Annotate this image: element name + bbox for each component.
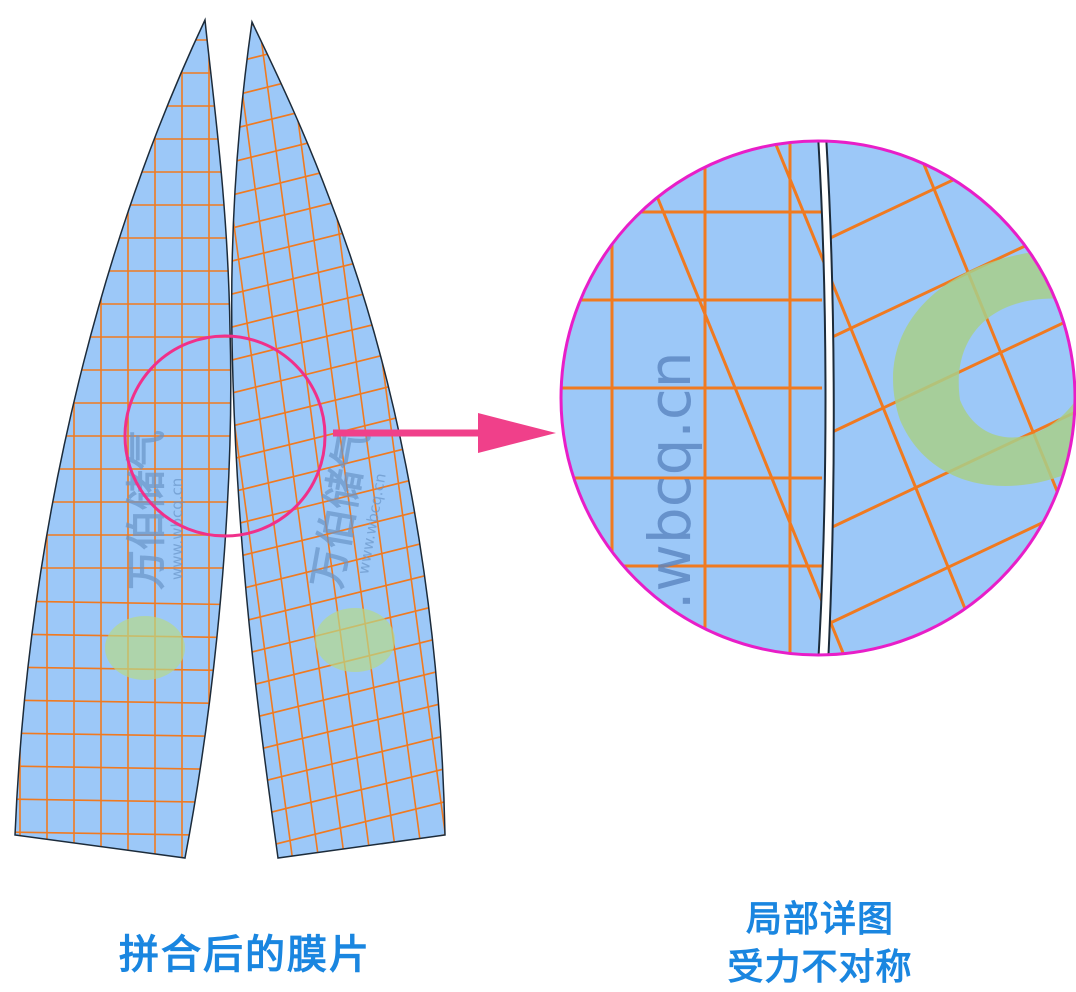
grid-line	[437, 22, 445, 858]
grid-line	[908, 141, 1075, 655]
merged-membrane-caption: 拼合后的膜片	[119, 932, 371, 978]
grid-line	[231, 22, 445, 34]
detail-caption-subtitle: 受力不对称	[727, 947, 913, 988]
grid-line	[0, 865, 260, 869]
grid-line	[231, 566, 445, 628]
magnified-detail: .wbcq.cn	[559, 139, 1076, 657]
grid-line	[255, 22, 377, 858]
grid-line	[231, 22, 325, 858]
grid-line	[768, 141, 992, 655]
arrow-icon	[333, 413, 556, 453]
watermark-left: 万伯储气 www.wbcq.cn	[105, 430, 186, 680]
grid-line	[281, 22, 403, 858]
svg-text:万伯储气: 万伯储气	[124, 430, 170, 590]
grid-line	[15, 600, 231, 606]
grid-line	[231, 22, 351, 858]
detail-caption: 局部详图 受力不对称	[680, 896, 960, 992]
grid-line	[220, 864, 460, 924]
svg-text:.wbcq.cn: .wbcq.cn	[636, 352, 704, 610]
focus-circle	[123, 334, 327, 538]
grid-line	[825, 503, 1075, 627]
detail-caption-title: 局部详图	[745, 899, 894, 940]
svg-text:www.wbcq.cn: www.wbcq.cn	[168, 478, 186, 580]
left-membrane-panel: 万伯储气 www.wbcq.cn	[0, 17, 260, 869]
grid-line	[231, 22, 299, 858]
grid-line	[628, 141, 852, 655]
